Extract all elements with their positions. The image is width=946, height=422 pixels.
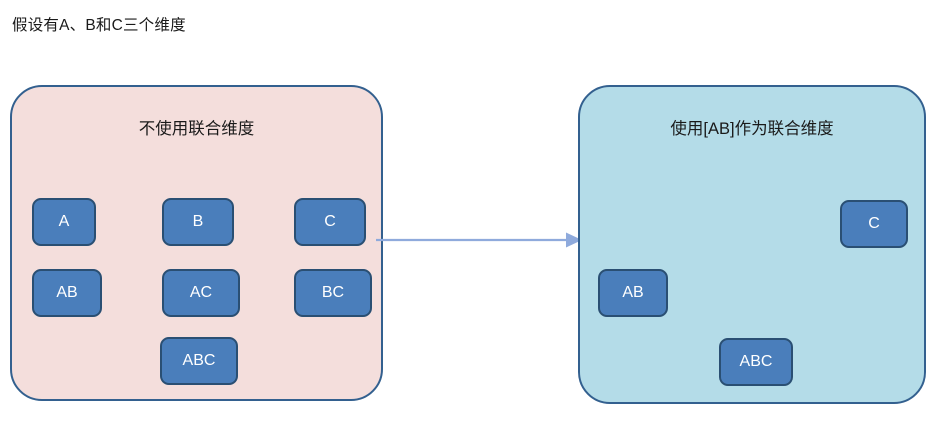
left-panel-clip: 不使用联合维度 A B C AB AC BC ABC — [12, 87, 381, 399]
panel-without-union-dimension: 不使用联合维度 A B C AB AC BC ABC — [10, 85, 383, 401]
node-a[interactable]: A — [32, 198, 96, 246]
right-panel-title: 使用[AB]作为联合维度 — [670, 120, 834, 138]
node-c[interactable]: C — [294, 198, 366, 246]
node-ab-union[interactable]: AB — [598, 269, 668, 317]
node-ac[interactable]: AC — [162, 269, 240, 317]
node-b[interactable]: B — [162, 198, 234, 246]
panel-with-union-dimension: 使用[AB]作为联合维度 C AB ABC — [578, 85, 926, 404]
node-abc-union[interactable]: ABC — [719, 338, 793, 386]
node-bc[interactable]: BC — [294, 269, 372, 317]
node-ab[interactable]: AB — [32, 269, 102, 317]
diagram-caption: 假设有A、B和C三个维度 — [12, 17, 186, 34]
node-abc[interactable]: ABC — [160, 337, 238, 385]
left-panel-title: 不使用联合维度 — [138, 120, 255, 138]
transform-arrow-icon — [376, 232, 582, 248]
right-panel-clip: 使用[AB]作为联合维度 C AB ABC — [580, 87, 924, 402]
node-c-union[interactable]: C — [840, 200, 908, 248]
